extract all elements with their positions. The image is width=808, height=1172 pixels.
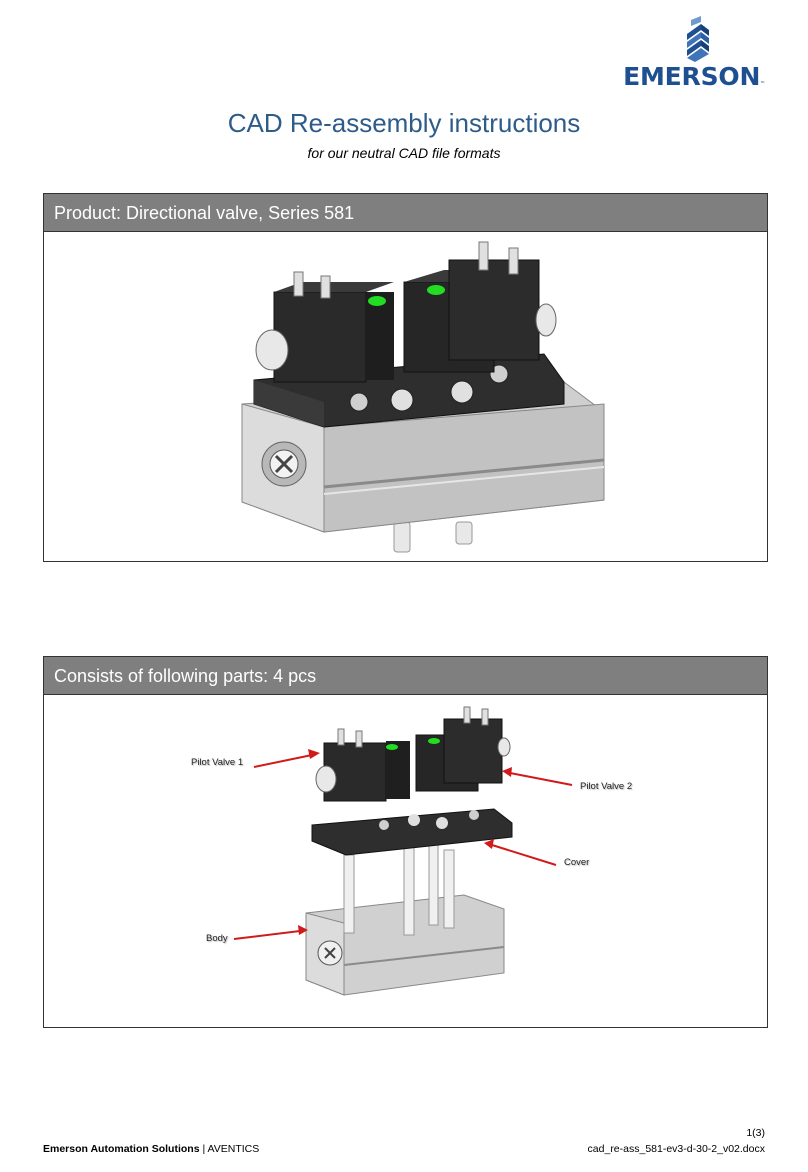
footer-separator: | xyxy=(199,1143,208,1155)
brand-name: AVENTICS xyxy=(207,1143,260,1155)
product-section: Product: Directional valve, Series 581 xyxy=(43,193,768,562)
company-name: Emerson Automation Solutions xyxy=(43,1143,200,1155)
footer-company: Emerson Automation Solutions | AVENTICS xyxy=(43,1143,259,1155)
logo-trademark: ™ xyxy=(760,81,765,87)
emerson-logo-icon xyxy=(687,16,709,62)
callout-body: Body xyxy=(206,933,228,944)
footer-filename: cad_re-ass_581-ev3-d-30-2_v02.docx xyxy=(587,1143,765,1155)
emerson-logo: EMERSON™ xyxy=(605,16,765,96)
document-subtitle: for our neutral CAD file formats xyxy=(307,145,501,161)
callout-pilot-valve-2: Pilot Valve 2 xyxy=(580,781,633,792)
document-title: CAD Re-assembly instructions xyxy=(227,108,581,138)
logo-wordmark: EMERSON xyxy=(623,62,761,91)
callout-cover: Cover xyxy=(564,857,590,868)
page-number: 1(3) xyxy=(746,1127,765,1139)
parts-section-heading: Consists of following parts: 4 pcs xyxy=(44,657,767,695)
parts-section: Consists of following parts: 4 pcs xyxy=(43,656,768,1028)
product-image-area xyxy=(44,232,767,560)
exploded-view-area: Pilot Valve 1 Pilot Valve 2 Cover Body xyxy=(44,695,767,1026)
callout-pilot-valve-1: Pilot Valve 1 xyxy=(191,757,244,768)
exploded-view-illustration xyxy=(233,706,573,996)
directional-valve-illustration xyxy=(241,241,605,553)
product-section-heading: Product: Directional valve, Series 581 xyxy=(44,194,767,232)
